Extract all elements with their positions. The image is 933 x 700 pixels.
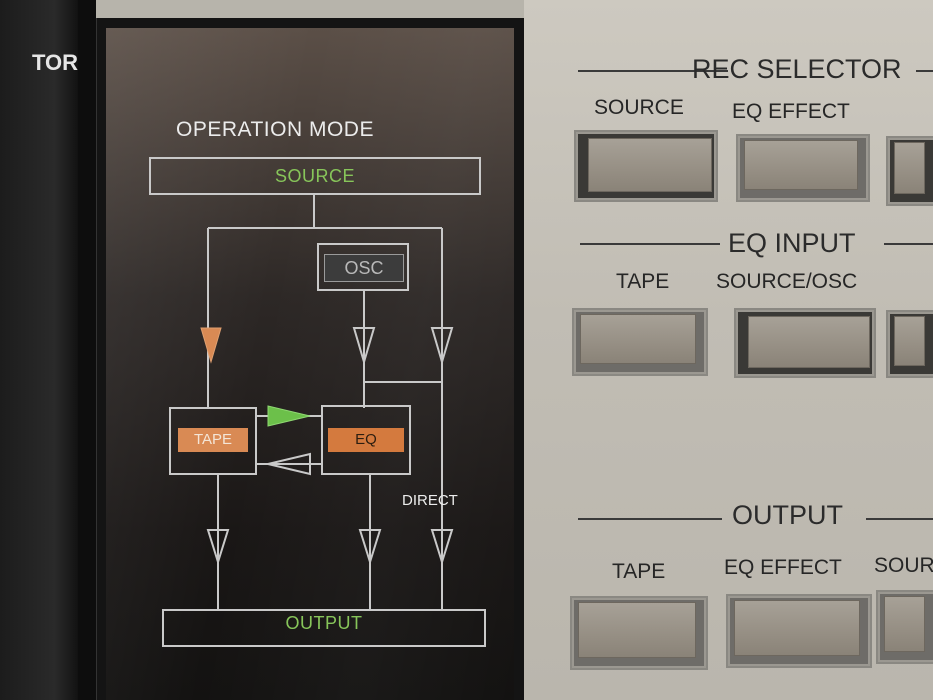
output-label: OUTPUT bbox=[285, 613, 363, 633]
eq-box bbox=[321, 405, 411, 475]
diagram-title: OPERATION MODE bbox=[176, 118, 374, 141]
rec-selector-rule-left bbox=[578, 70, 728, 72]
direct-label: DIRECT bbox=[402, 492, 458, 509]
output-eq-effect-button[interactable] bbox=[726, 594, 872, 668]
divider bbox=[78, 0, 96, 700]
output-box bbox=[162, 609, 486, 647]
tape-box bbox=[169, 407, 257, 475]
tape-label: TAPE bbox=[178, 428, 248, 452]
eq-input-next-button[interactable] bbox=[886, 310, 933, 378]
eq-label: EQ bbox=[328, 428, 404, 452]
left-panel-label: TOR bbox=[31, 50, 78, 75]
rec-source-button[interactable] bbox=[574, 130, 718, 202]
output-title: OUTPUT bbox=[732, 500, 843, 530]
output-eq-effect-label: EQ EFFECT bbox=[724, 556, 842, 579]
eq-input-rule-left bbox=[580, 243, 720, 245]
output-rule-left bbox=[578, 518, 722, 520]
eq-out-arrow bbox=[358, 529, 382, 566]
output-source-label: SOUR bbox=[874, 554, 933, 577]
tape-input-arrow bbox=[200, 327, 222, 364]
direct-down-arrow bbox=[430, 327, 454, 366]
rec-next-button[interactable] bbox=[886, 136, 933, 206]
rec-selector-title: REC SELECTOR bbox=[692, 54, 902, 84]
eq-input-source-osc-button[interactable] bbox=[734, 308, 876, 378]
tape-out-arrow bbox=[206, 529, 230, 566]
rec-eq-effect-label: EQ EFFECT bbox=[732, 100, 850, 123]
control-panel: REC SELECTOR SOURCE EQ EFFECT EQ INPUT T… bbox=[524, 0, 933, 700]
eq-to-tape-arrow bbox=[267, 452, 311, 476]
output-tape-button[interactable] bbox=[570, 596, 708, 670]
osc-label: OSC bbox=[324, 254, 404, 282]
eq-input-source-osc-label: SOURCE/OSC bbox=[716, 270, 858, 293]
rec-eq-effect-button[interactable] bbox=[736, 134, 870, 202]
osc-down-arrow bbox=[352, 327, 376, 366]
output-tape-label: TAPE bbox=[612, 560, 666, 583]
left-panel: TOR bbox=[0, 0, 78, 700]
output-source-button[interactable] bbox=[876, 590, 933, 664]
tape-to-eq-arrow bbox=[267, 405, 311, 427]
direct-out-arrow bbox=[430, 529, 454, 566]
output-rule-right bbox=[866, 518, 933, 520]
eq-input-tape-button[interactable] bbox=[572, 308, 708, 376]
rec-source-label: SOURCE bbox=[594, 96, 684, 119]
source-label: SOURCE bbox=[274, 166, 355, 186]
eq-input-tape-label: TAPE bbox=[616, 270, 670, 293]
eq-input-rule-right bbox=[884, 243, 933, 245]
rec-selector-rule-right bbox=[916, 70, 933, 72]
eq-input-title: EQ INPUT bbox=[728, 228, 856, 258]
display-window bbox=[106, 28, 514, 700]
